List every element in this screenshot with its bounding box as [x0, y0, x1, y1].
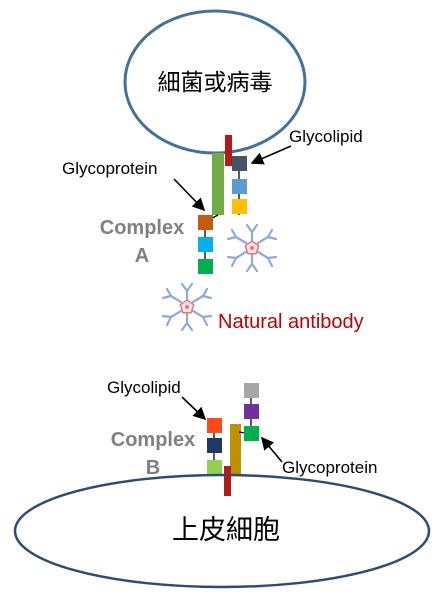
complex-a-sugar-orange: [198, 215, 213, 230]
complex-b-title-letter: B: [146, 457, 160, 479]
arrow-icon: [250, 145, 292, 165]
complex-b-sugar-green: [244, 426, 259, 441]
complex-a-sugar-slate: [232, 156, 247, 171]
complex-a-sugar-yellow: [232, 199, 247, 214]
complex-a-protein-stem: [212, 153, 224, 215]
complex-a-sugar-cyan: [198, 237, 213, 252]
complex-b-sugar-purple: [244, 404, 259, 419]
complex-a-membrane-anchor: [225, 135, 232, 166]
complex-b-sugar-red: [207, 418, 222, 433]
complex-b-protein-stem: [230, 424, 241, 484]
epithelium-label: 上皮細胞: [172, 515, 280, 546]
pathogen-label: 細菌或病毒: [158, 70, 273, 96]
complex-a-sugar-lightblue: [232, 179, 247, 194]
complex-b-sugar-lightgreen: [207, 460, 222, 475]
complex-a-title: Complex: [100, 217, 184, 239]
complex-a-title-letter: A: [135, 245, 149, 267]
antibody-icon: [161, 282, 213, 332]
antibody-icon: [226, 223, 278, 273]
complex-b-glycoprotein-label: Glycoprotein: [282, 458, 377, 477]
complex-a-sugar-green: [198, 259, 213, 274]
complex-b-glycolipid-label: Glycolipid: [107, 378, 181, 397]
natural-antibody-label: Natural antibody: [218, 311, 364, 333]
arrow-icon: [173, 178, 206, 212]
complex-b-sugar-navy: [207, 438, 222, 453]
arrow-icon: [260, 436, 283, 463]
complex-a-glycolipid-label: Glycolipid: [289, 127, 363, 146]
complex-a-glycoprotein-label: Glycoprotein: [62, 159, 157, 178]
complex-b-anchor-overlap: [224, 475, 231, 496]
complex-b-sugar-gray: [244, 383, 259, 398]
arrow-icon: [181, 396, 207, 421]
epithelium-ellipse: [13, 473, 431, 589]
complex-b-title: Complex: [111, 429, 195, 451]
